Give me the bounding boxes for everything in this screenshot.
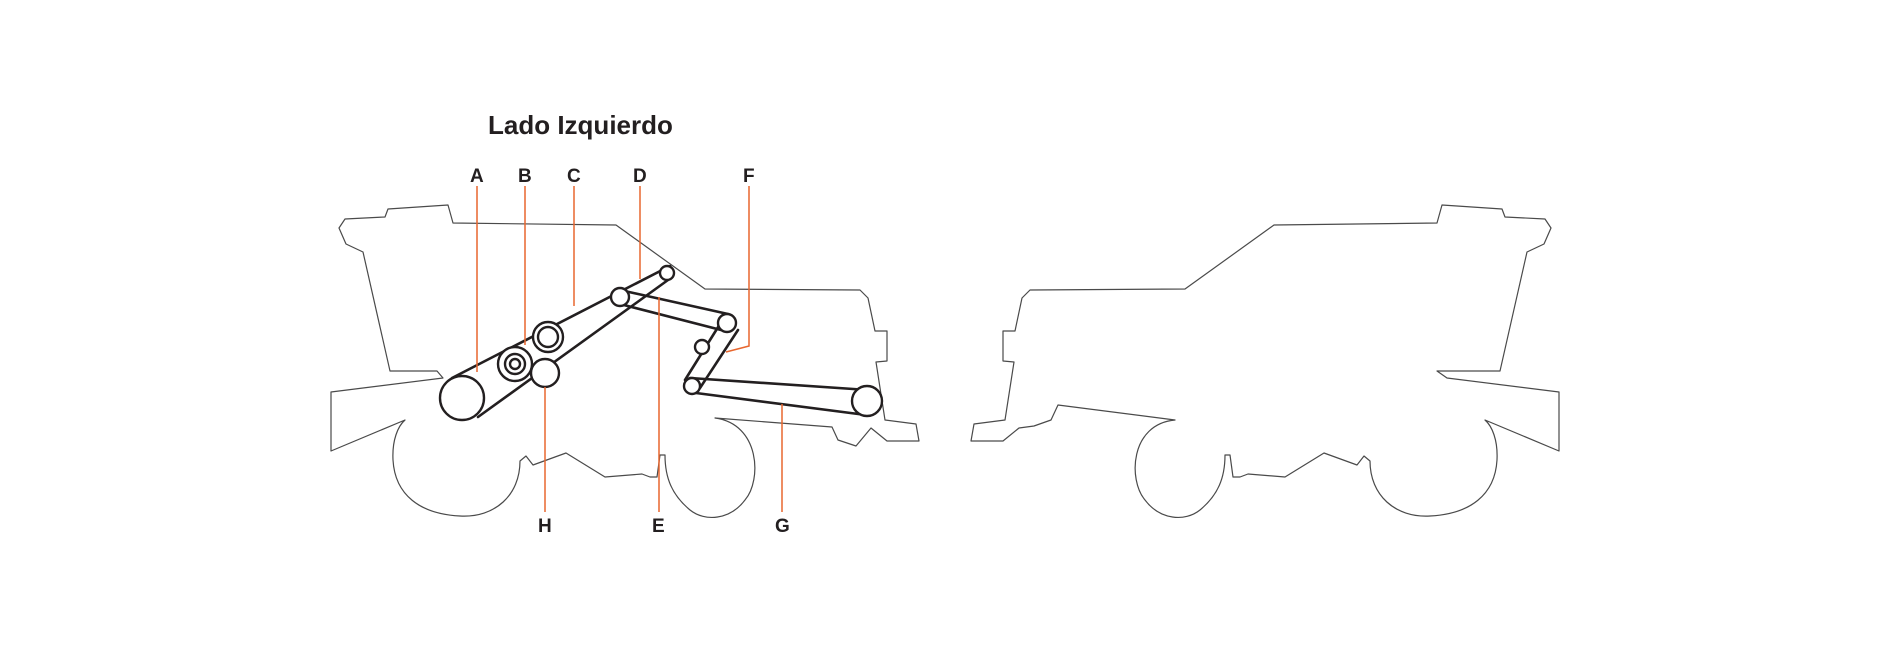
pulley-g-left: [682, 376, 702, 396]
callout-label-c: C: [567, 166, 581, 187]
leader-lines: [476, 186, 783, 512]
callout-label-g: G: [775, 516, 790, 537]
belt-rear-upper: [688, 376, 870, 392]
leader-f: [725, 186, 750, 353]
belt-main-upper: [450, 264, 672, 380]
callout-label-d: D: [633, 166, 647, 187]
combine-outline-left: [330, 204, 920, 518]
pulley-g-right: [850, 384, 884, 418]
callout-label-b: B: [518, 166, 532, 187]
callout-label-h: H: [538, 516, 552, 537]
pulley-e: [716, 312, 738, 334]
pulley-f-idler: [693, 338, 711, 356]
pulley-d-top: [658, 264, 676, 282]
belt-system: [450, 264, 870, 419]
pulley-a: [438, 374, 486, 422]
combine-outline-right: [970, 204, 1560, 518]
belt-cross-lower: [618, 302, 727, 333]
pulley-c-inner: [536, 325, 560, 349]
belt-main-lower: [476, 278, 670, 419]
callout-label-e: E: [652, 516, 665, 537]
pulley-b-inner: [508, 357, 522, 371]
diagram-title: Lado Izquierdo: [488, 110, 673, 140]
pulley-h: [529, 357, 561, 389]
pulley-d-idler: [609, 286, 631, 308]
callout-label-f: F: [743, 166, 755, 187]
callout-label-a: A: [470, 166, 484, 187]
pulley-set: [438, 264, 884, 422]
belt-cross-upper: [618, 288, 730, 316]
belt-rear-lower: [694, 391, 868, 417]
